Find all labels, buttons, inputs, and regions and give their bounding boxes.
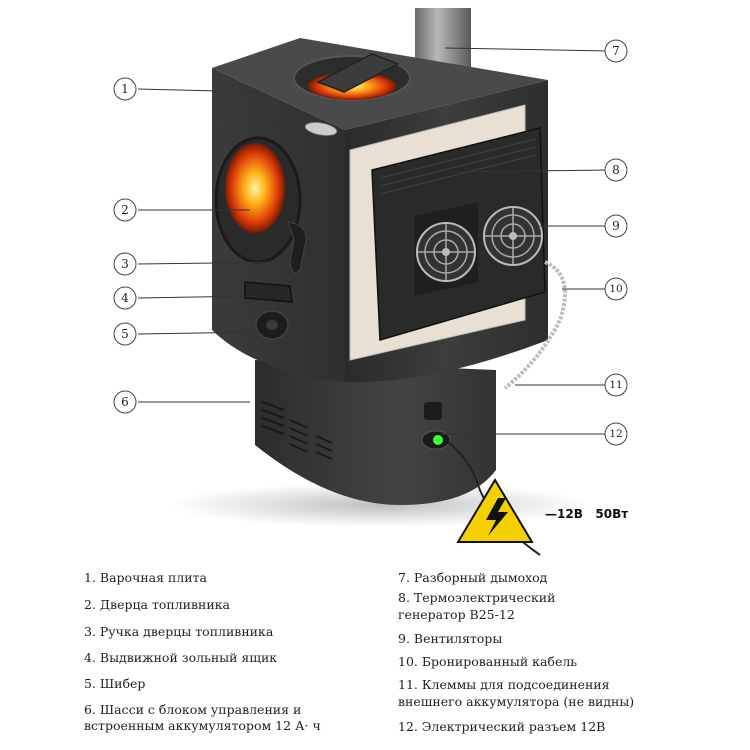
voltage-value: —12В	[545, 507, 583, 521]
callout-3: 3	[121, 257, 129, 271]
legend-left: 1. Варочная плита 2. Дверца топливника 3…	[84, 570, 384, 740]
legend-item-6: 6. Шасси с блоком управления и	[84, 702, 302, 717]
legend-item-3: 3. Ручка дверцы топливника	[84, 624, 274, 639]
legend-item-12: 12. Электрический разъем 12В	[398, 719, 606, 734]
legend-item-2: 2. Дверца топливника	[84, 597, 230, 612]
brand-badge	[304, 122, 338, 136]
callout-9: 9	[612, 219, 620, 233]
connector-block	[424, 402, 442, 420]
damper-knob-center	[266, 320, 278, 330]
high-voltage-warning-icon	[456, 478, 534, 543]
callout-11: 11	[609, 379, 622, 391]
stove-diagram: 1 2 3 4 5 6 7 8 9 10 11 12	[113, 8, 628, 556]
armored-cable	[503, 260, 567, 390]
legend-item-9: 9. Вентиляторы	[398, 631, 503, 646]
callout-lines	[137, 47, 611, 435]
firebox-door-handle	[287, 221, 307, 274]
legend-item-6-cont: встроенным аккумулятором 12 А· ч	[84, 718, 321, 733]
callout-8: 8	[612, 163, 620, 177]
chassis	[255, 360, 496, 505]
fan-left-icon	[414, 202, 478, 297]
legend-item-4: 4. Выдвижной зольный ящик	[84, 650, 278, 665]
legend-item-5: 5. Шибер	[84, 676, 146, 691]
callout-2: 2	[121, 203, 129, 217]
legend-item-8-cont: генератор В25-12	[398, 607, 515, 622]
voltage-label: —12В 50Вт	[545, 507, 628, 521]
chassis-vents	[261, 401, 333, 460]
legend-item-1: 1. Варочная плита	[84, 570, 207, 585]
firebox-window	[225, 143, 285, 233]
legend-item-7: 7. Разборный дымоход	[398, 570, 548, 585]
led-indicator	[433, 435, 443, 445]
generator-fins	[379, 138, 536, 195]
power-value: 50Вт	[595, 507, 629, 521]
legend-item-10: 10. Бронированный кабель	[398, 654, 578, 669]
callout-10: 10	[609, 283, 622, 295]
callout-4: 4	[121, 291, 129, 305]
callout-circles	[113, 39, 628, 446]
callout-7: 7	[612, 44, 620, 58]
legend-item-8: 8. Термоэлектрический	[398, 590, 556, 605]
legend-right: 7. Разборный дымоход 8. Термоэлектрическ…	[398, 570, 738, 745]
legend-item-11-cont: внешнего аккумулятора (не видны)	[398, 694, 635, 709]
callout-6: 6	[121, 395, 129, 409]
cooking-plate-lid	[316, 53, 400, 93]
fan-right-icon	[483, 206, 543, 266]
callout-12: 12	[609, 428, 622, 440]
callout-1: 1	[121, 82, 129, 96]
legend-item-11: 11. Клеммы для подсоединения	[398, 677, 610, 692]
callout-5: 5	[121, 327, 129, 341]
ash-drawer	[244, 281, 293, 303]
